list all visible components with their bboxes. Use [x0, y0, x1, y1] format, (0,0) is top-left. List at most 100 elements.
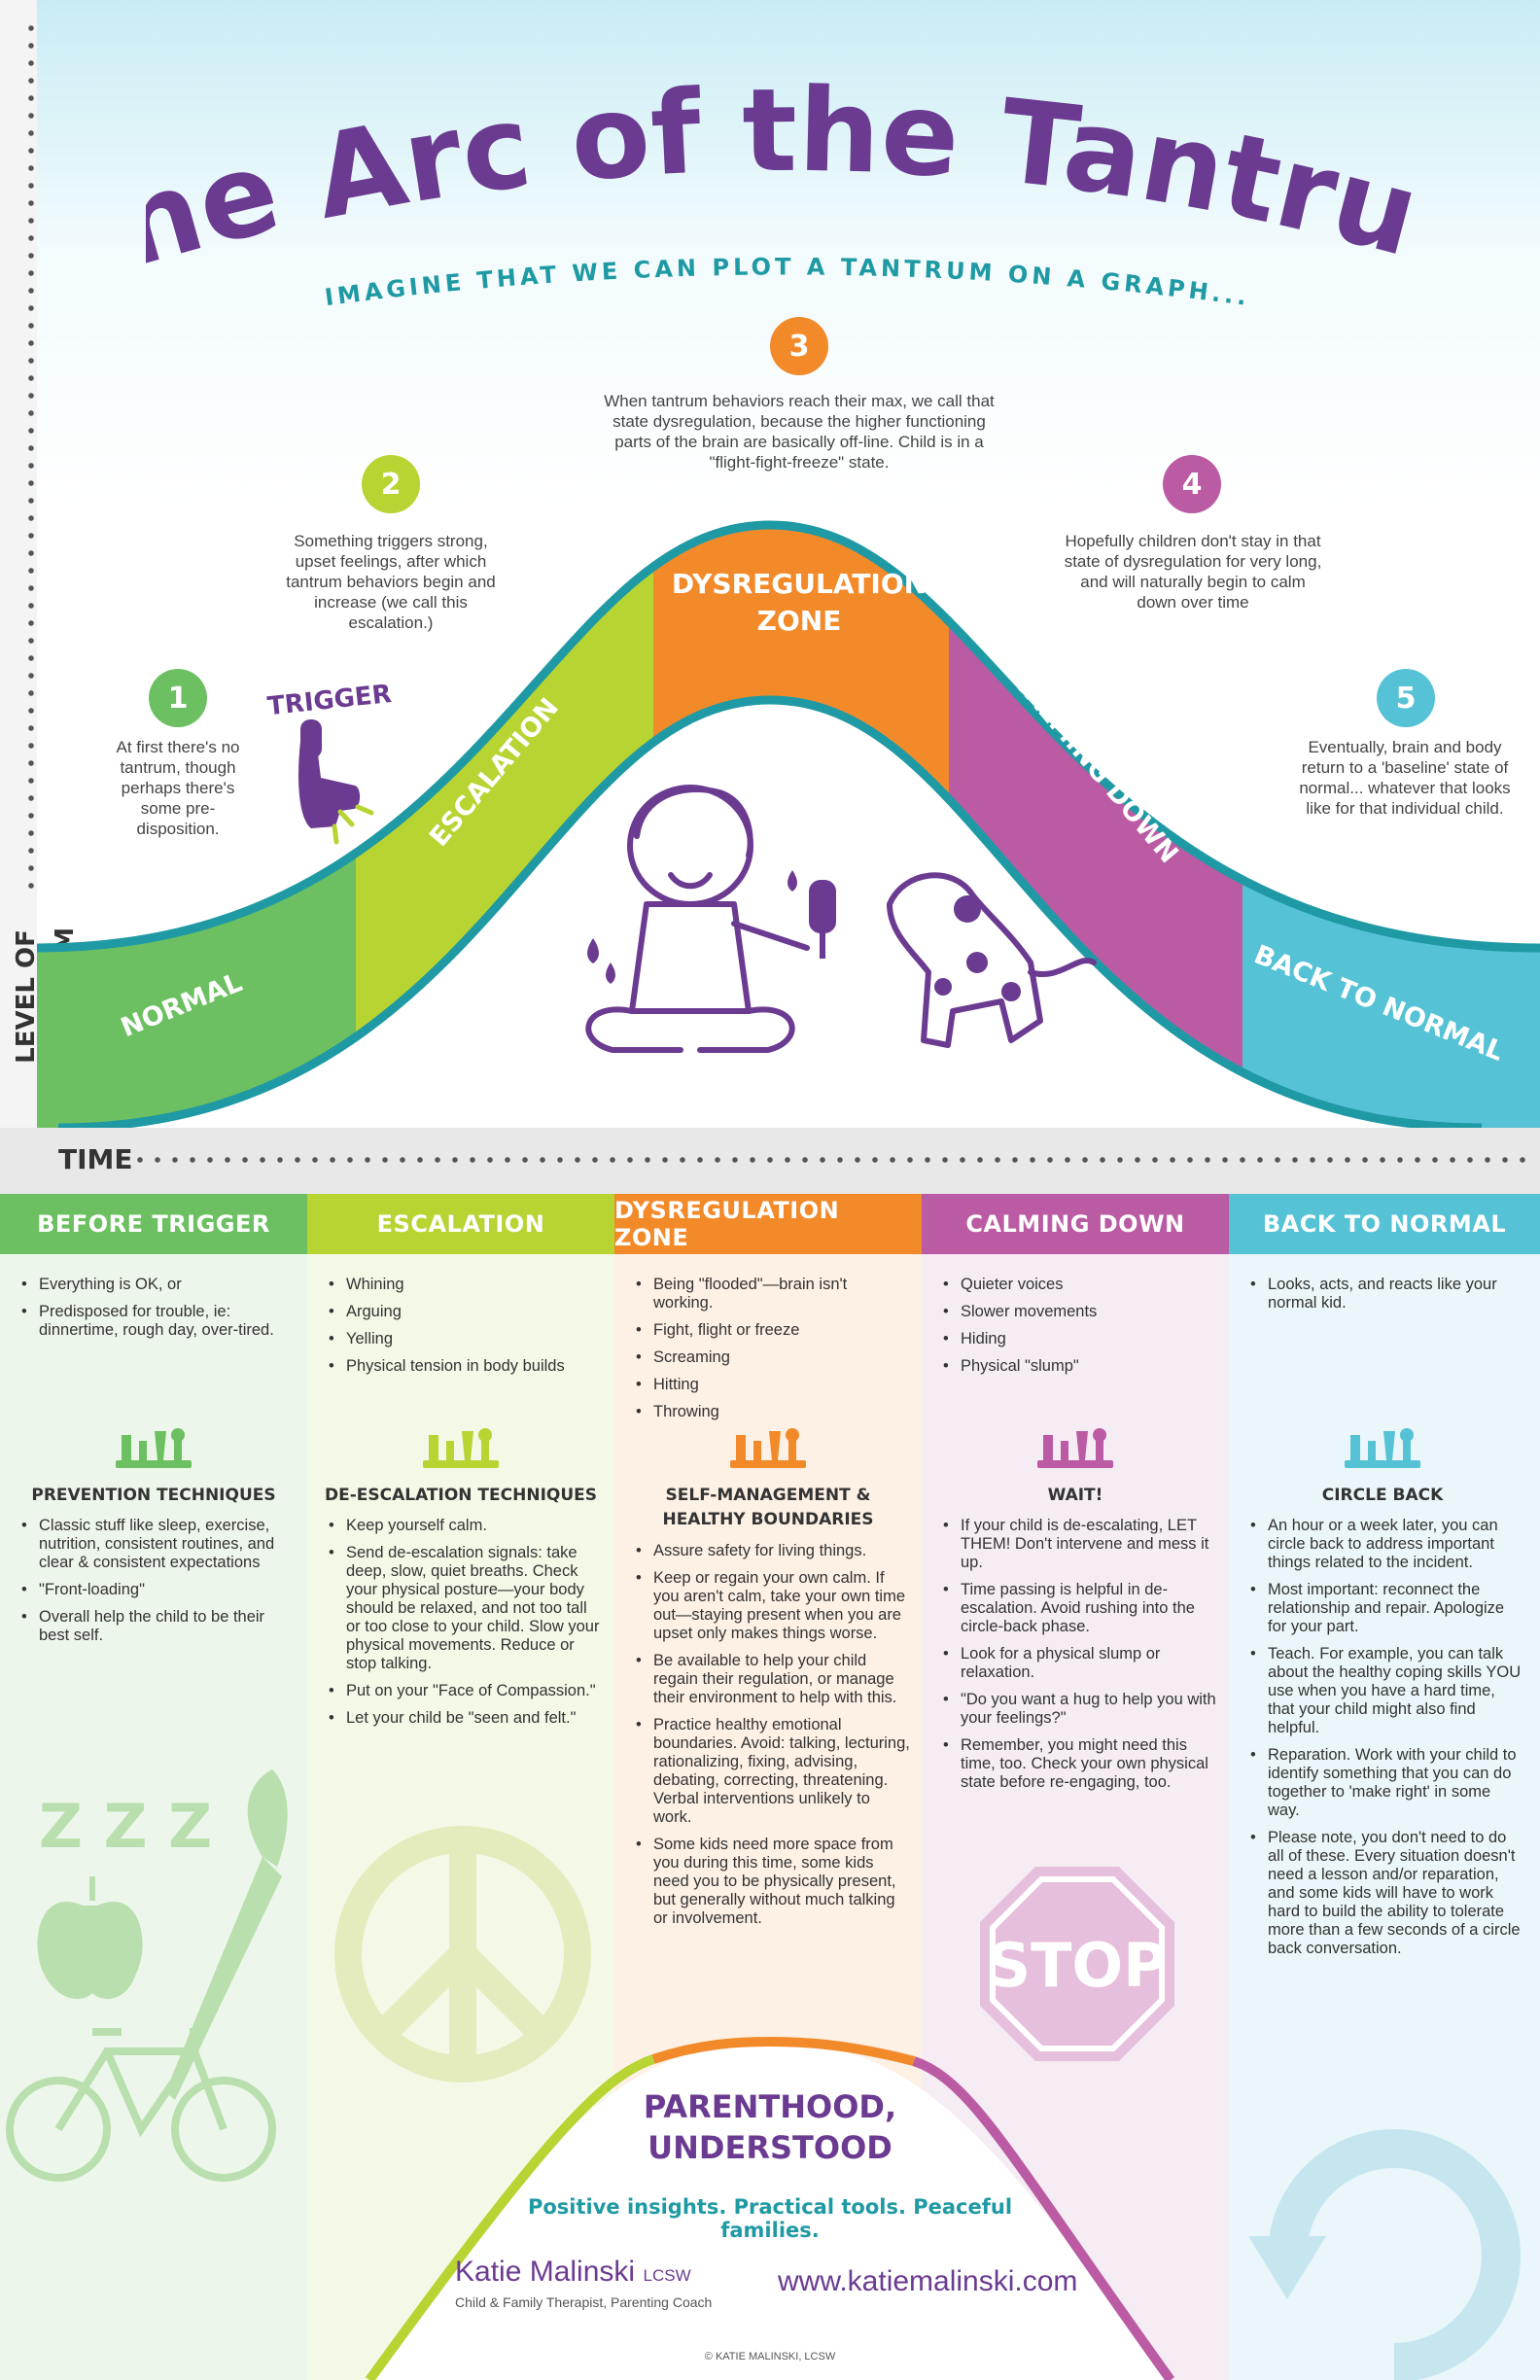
- list-item: Hitting: [632, 1376, 910, 1394]
- bicycle-icon: [6, 2028, 276, 2182]
- list-item: Time passing is helpful in de-escalation…: [939, 1581, 1217, 1636]
- list-item: "Front-loading": [18, 1581, 296, 1599]
- author-name: Katie Malinski: [455, 2256, 636, 2288]
- copyright: © KATIE MALINSKI, LCSW: [704, 2351, 836, 2362]
- list-item: Physical tension in body builds: [325, 1357, 603, 1376]
- list-item: Let your child be "seen and felt.": [325, 1709, 603, 1728]
- technique-title: SELF-MANAGEMENT & HEALTHY BOUNDARIES: [662, 1486, 874, 1529]
- tools-icon: [614, 1427, 922, 1475]
- step-3-circle: 3: [770, 317, 828, 375]
- arc-bottom-line: [57, 695, 1483, 1133]
- step-5-circle: 5: [1377, 669, 1435, 727]
- author-credentials: LCSW: [643, 2266, 691, 2285]
- technique-title: DE-ESCALATION TECHNIQUES: [324, 1486, 598, 1505]
- list-item: Throwing: [632, 1403, 910, 1421]
- stop-sign-icon: STOP: [980, 1867, 1174, 2061]
- technique-title: CIRCLE BACK: [1321, 1486, 1444, 1505]
- list-item: Keep yourself calm.: [325, 1517, 603, 1535]
- list-item: Look for a physical slump or relaxation.: [939, 1645, 1217, 1682]
- column-header-escalation: ESCALATION: [307, 1194, 614, 1254]
- author-title: Child & Family Therapist, Parenting Coac…: [455, 2294, 713, 2310]
- technique-title: WAIT!: [1047, 1486, 1103, 1505]
- list-item: Predisposed for trouble, ie: dinnertime,…: [18, 1303, 296, 1340]
- tools-icon: [922, 1427, 1229, 1475]
- tear-drops: [587, 870, 797, 984]
- list-item: Yelling: [325, 1330, 603, 1348]
- arc-top-line: [36, 520, 1540, 953]
- list-item: Screaming: [632, 1348, 910, 1367]
- list-item: Overall help the child to be their best …: [18, 1608, 296, 1645]
- website-link[interactable]: www.katiemalinski.com: [778, 2265, 1078, 2297]
- step-5-text: Eventually, brain and body return to a '…: [1299, 738, 1511, 818]
- prevention-illustrations: Z Z Z: [6, 1769, 288, 2182]
- stop-sign-text: STOP: [987, 1930, 1167, 2001]
- list-item: Whining: [325, 1276, 603, 1294]
- peace-sign-icon: [334, 1826, 591, 2082]
- list-item: Arguing: [325, 1303, 603, 1321]
- list-item: Everything is OK, or: [18, 1276, 296, 1294]
- list-item: Being "flooded"—brain isn't working.: [632, 1276, 910, 1312]
- list-item: Assure safety for living things.: [632, 1542, 910, 1560]
- child-icon: [585, 785, 810, 1053]
- behavior-list: Everything is OK, or Predisposed for tro…: [18, 1276, 296, 1348]
- technique-list: Keep yourself calm. Send de-escalation s…: [325, 1517, 603, 1736]
- list-item: Some kids need more space from you durin…: [632, 1836, 910, 1928]
- column-header-back-to-normal: BACK TO NORMAL: [1229, 1194, 1540, 1254]
- zone-label-dysregulation-2: ZONE: [757, 605, 842, 637]
- tools-icon: [307, 1427, 614, 1475]
- list-item: Put on your "Face of Compassion.": [325, 1682, 603, 1700]
- tools-icon: [1229, 1427, 1536, 1475]
- tantrum-arc: NORMAL ESCALATION DYSREGULATION ZONE CAL…: [36, 520, 1540, 1133]
- author-block: Katie Malinski LCSW Child & Family Thera…: [455, 2256, 747, 2310]
- column-header-before-trigger: BEFORE TRIGGER: [0, 1194, 307, 1254]
- list-item: Most important: reconnect the relationsh…: [1246, 1581, 1524, 1636]
- step-3-text: When tantrum behaviors reach their max, …: [604, 392, 995, 472]
- zone-label-dysregulation-1: DYSREGULATION: [672, 568, 927, 600]
- apple-icon: [37, 1876, 143, 1999]
- list-item: Please note, you don't need to do all of…: [1246, 1829, 1524, 1958]
- step-1-text: At first there's no tantrum, though perh…: [116, 738, 240, 838]
- list-item: If your child is de-escalating, LET THEM…: [939, 1517, 1217, 1572]
- behavior-list: Being "flooded"—brain isn't working. Fig…: [632, 1276, 910, 1430]
- x-axis-label: TIME: [58, 1143, 133, 1175]
- column-header-calming: CALMING DOWN: [922, 1194, 1229, 1254]
- list-item: Keep or regain your own calm. If you are…: [632, 1569, 910, 1643]
- brand-line-1: PARENTHOOD,: [643, 2088, 897, 2125]
- subtitle-svg: IMAGINE THAT WE CAN PLOT A TANTRUM ON A …: [323, 253, 1247, 311]
- behavior-list: Whining Arguing Yelling Physical tension…: [325, 1276, 603, 1384]
- list-item: Physical "slump": [939, 1357, 1217, 1376]
- technique-title: PREVENTION TECHNIQUES: [31, 1486, 276, 1505]
- carrot-icon: [165, 1769, 288, 2100]
- dog-icon: [887, 872, 1097, 1048]
- popsicle-icon: [809, 880, 836, 959]
- list-item: Remember, you might need this time, too.…: [939, 1736, 1217, 1792]
- x-axis-dots: [131, 1155, 1531, 1165]
- technique-list: Assure safety for living things. Keep or…: [632, 1542, 910, 1937]
- technique-list: If your child is de-escalating, LET THEM…: [939, 1517, 1217, 1801]
- list-item: Teach. For example, you can talk about t…: [1246, 1645, 1524, 1737]
- step-4-text: Hopefully children don't stay in that st…: [1064, 532, 1322, 612]
- list-item: Fight, flight or freeze: [632, 1321, 910, 1340]
- list-item: "Do you want a hug to help you with your…: [939, 1691, 1217, 1728]
- list-item: Quieter voices: [939, 1276, 1217, 1294]
- step-2-circle: 2: [362, 455, 420, 513]
- technique-list: Classic stuff like sleep, exercise, nutr…: [18, 1517, 296, 1654]
- step-2-text: Something triggers strong, upset feeling…: [286, 532, 496, 632]
- list-item: An hour or a week later, you can circle …: [1246, 1517, 1524, 1572]
- list-item: Send de-escalation signals: take deep, s…: [325, 1544, 603, 1673]
- circular-arrow-icon: [1248, 2129, 1521, 2380]
- list-item: Classic stuff like sleep, exercise, nutr…: [18, 1517, 296, 1572]
- column-header-dysregulation: DYSREGULATION ZONE: [614, 1194, 922, 1254]
- list-item: Reparation. Work with your child to iden…: [1246, 1746, 1524, 1820]
- step-4-circle: 4: [1163, 455, 1221, 513]
- page-title-svg: The Arc of the Tantrum: [146, 78, 1429, 294]
- brand-line-2: UNDERSTOOD: [648, 2129, 892, 2166]
- sleep-text: Z Z Z: [39, 1791, 212, 1862]
- behavior-list: Quieter voices Slower movements Hiding P…: [939, 1276, 1217, 1384]
- behavior-list: Looks, acts, and reacts like your normal…: [1246, 1276, 1524, 1321]
- step-1-circle: 1: [149, 669, 207, 727]
- y-axis-dots: [26, 19, 36, 890]
- footer-hill: [365, 2036, 1175, 2380]
- pointing-hand-icon: [298, 719, 374, 845]
- technique-list: An hour or a week later, you can circle …: [1246, 1517, 1524, 1967]
